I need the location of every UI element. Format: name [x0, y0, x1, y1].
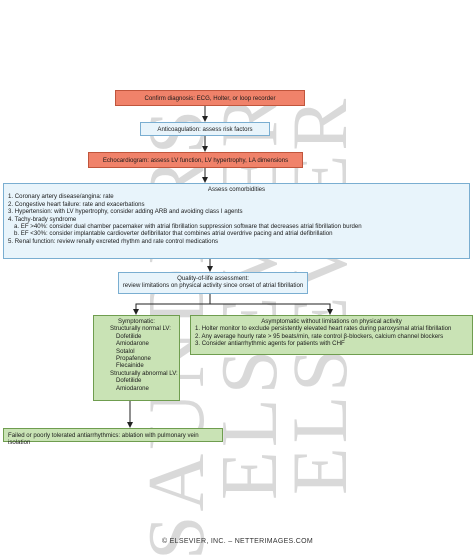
- symptomatic-title: Symptomatic:: [118, 318, 155, 325]
- assess-comorbidities-box: Assess comorbidities 1. Coronary artery …: [3, 183, 470, 259]
- drug-item: Propafenone: [116, 355, 151, 363]
- qol-line-2: review limitations on physical activity …: [122, 282, 304, 290]
- comorbidities-title: Assess comorbidities: [207, 186, 266, 193]
- drug-item: Amiodarone: [116, 384, 149, 392]
- echocardiogram-box: Echocardiogram: assess LV function, LV h…: [88, 152, 303, 168]
- drug-item: Amiodarone: [116, 340, 149, 348]
- anticoagulation-box: Anticoagulation: assess risk factors: [140, 122, 270, 136]
- comorbidity-item: 2. Congestive heart failure: rate and ex…: [8, 200, 145, 208]
- comorbidity-item: 4. Tachy-brady syndrome: [8, 215, 77, 223]
- arrow-qol-to-symptomatic: [133, 294, 211, 315]
- quality-of-life-box: Quality-of-life assessment: review limit…: [118, 272, 308, 294]
- anticoagulation-text: Anticoagulation: assess risk factors: [157, 126, 253, 133]
- comorbidity-subitem: b. EF <30%: consider implantable cardiov…: [14, 230, 333, 238]
- drug-item: Flecainide: [116, 362, 144, 370]
- abnormal-lv-header: Structurally abnormal LV:: [110, 369, 178, 377]
- asymptomatic-item: 3. Consider antiarrhythmic agents for pa…: [195, 340, 345, 348]
- ablation-box: Failed or poorly tolerated antiarrhythmi…: [3, 428, 223, 446]
- asymptomatic-title: Asymptomatic without limitations on phys…: [261, 318, 402, 325]
- drug-item: Sotalol: [116, 347, 135, 355]
- drug-item: Dofetilide: [116, 377, 142, 385]
- symptomatic-box: Symptomatic: Structurally normal LV: Dof…: [93, 315, 180, 401]
- confirm-diagnosis-box: Confirm diagnosis: ECG, Holter, or loop …: [115, 90, 305, 106]
- copyright-footer: © ELSEVIER, INC. – NETTERIMAGES.COM: [161, 538, 314, 545]
- comorbidity-item: 5. Renal function: review renally excret…: [8, 237, 218, 245]
- asymptomatic-item: 1. Holter monitor to exclude persistentl…: [195, 325, 452, 333]
- asymptomatic-box: Asymptomatic without limitations on phys…: [190, 315, 473, 355]
- arrow-qol-to-asymptomatic: [210, 303, 333, 315]
- qol-line-1: Quality-of-life assessment:: [177, 275, 249, 282]
- normal-lv-header: Structurally normal LV:: [110, 325, 171, 333]
- asymptomatic-item: 2. Any average hourly rate > 95 beats/mi…: [195, 332, 444, 340]
- ablation-text: Failed or poorly tolerated antiarrhythmi…: [8, 432, 199, 447]
- comorbidity-subitem: a. EF >40%: consider dual chamber pacema…: [14, 223, 362, 231]
- echocardiogram-text: Echocardiogram: assess LV function, LV h…: [102, 157, 289, 164]
- comorbidity-item: 1. Coronary artery disease/angina: rate: [8, 193, 114, 201]
- comorbidity-item: 3. Hypertension: with LV hypertrophy, co…: [8, 208, 243, 216]
- confirm-diagnosis-text: Confirm diagnosis: ECG, Holter, or loop …: [144, 95, 276, 102]
- drug-item: Dofetilide: [116, 332, 142, 340]
